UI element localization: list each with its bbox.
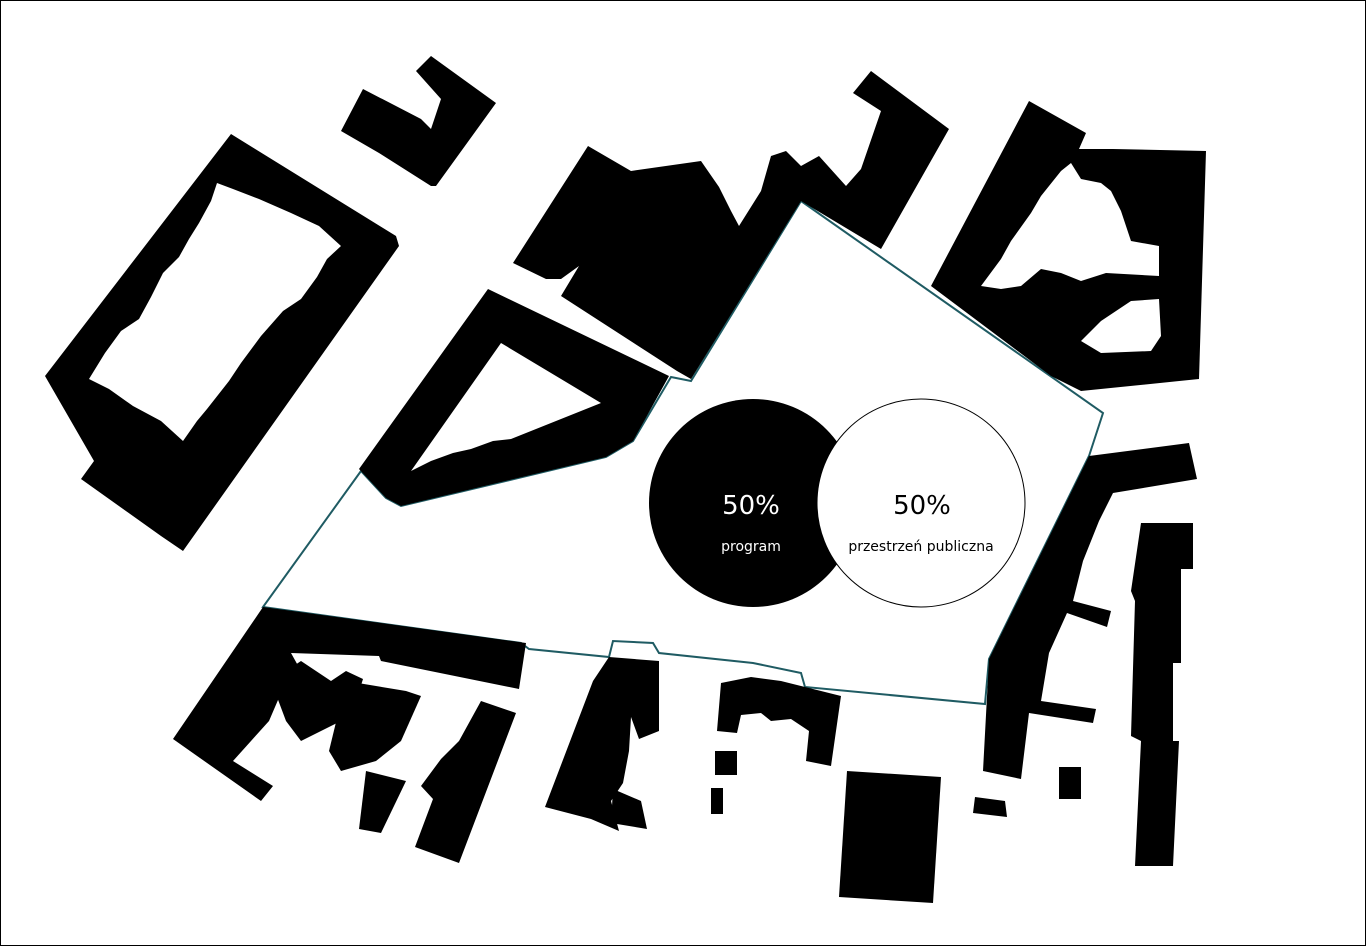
public-space-percent: 50% [893, 491, 951, 521]
program-percent: 50% [722, 491, 780, 521]
building-small-south-1 [715, 751, 737, 775]
building-small-south-2 [711, 788, 723, 814]
building-block-southwest [173, 607, 526, 801]
building-large-south [839, 771, 941, 903]
building-block-south-center [545, 657, 659, 831]
building-southwest-wing-3 [415, 701, 516, 863]
program-label: program [721, 539, 781, 555]
public-space-circle [816, 398, 1026, 608]
building-block-east [983, 443, 1197, 779]
building-block-north-center [513, 71, 949, 379]
building-small-east-2 [973, 797, 1007, 817]
building-small-east-1 [1059, 767, 1081, 799]
building-block-northeast [931, 101, 1206, 391]
public-space-label: przestrzeń publiczna [848, 539, 993, 555]
building-small-north [341, 56, 496, 186]
building-southwest-wing-4 [359, 771, 406, 833]
building-southwest-wing-2 [329, 681, 421, 771]
building-block-northwest [45, 134, 399, 551]
building-block-triangle [359, 289, 669, 506]
building-south-small [611, 789, 647, 829]
program-circle [649, 399, 857, 607]
building-strip-east [1131, 523, 1193, 866]
building-block-south [717, 677, 841, 766]
